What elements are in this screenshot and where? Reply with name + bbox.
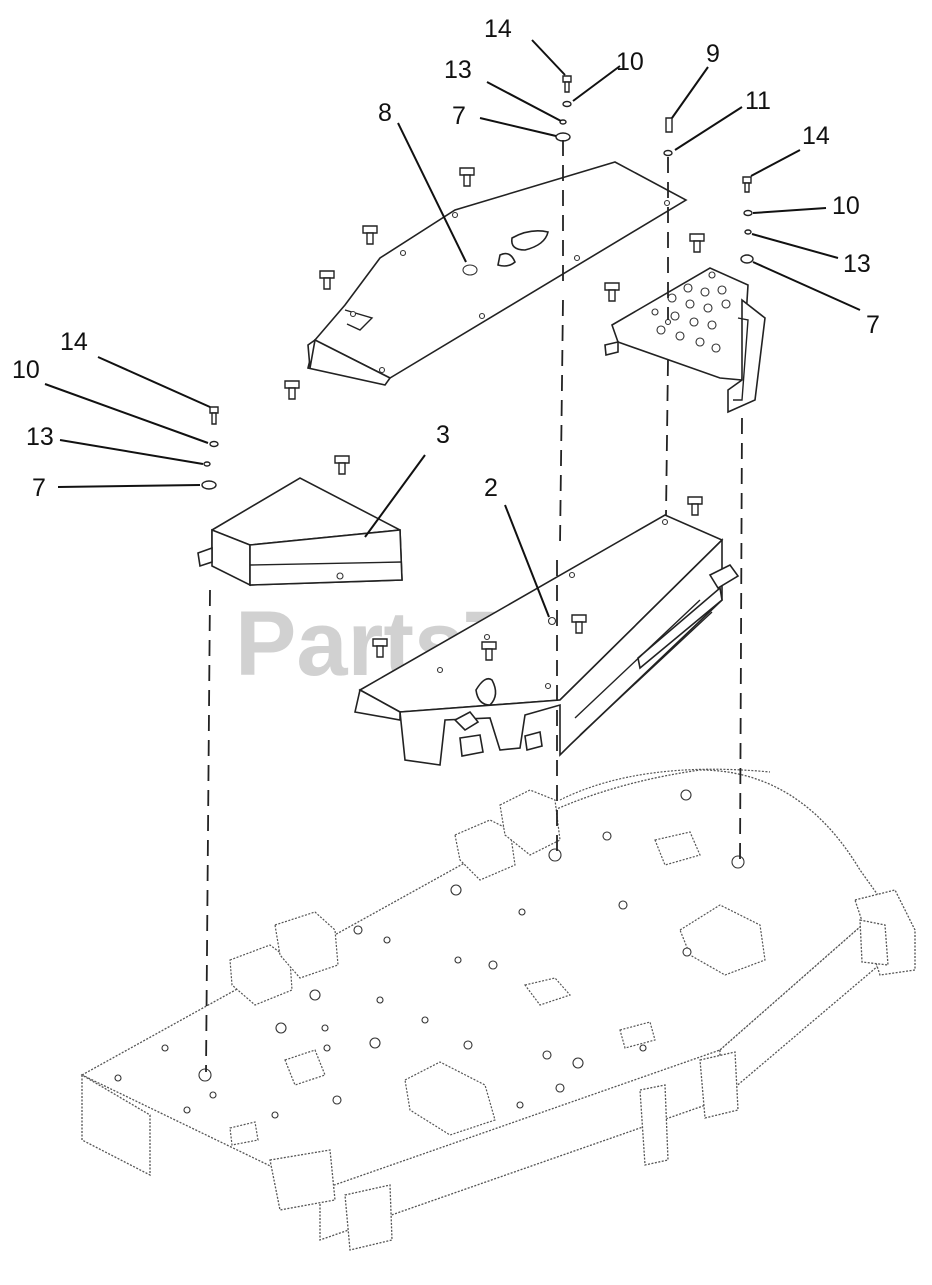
callout-10-left: 10 [12,356,40,384]
callout-14-right: 14 [802,122,830,150]
hardware-stack-left [201,406,219,490]
hardware-stack-top-right [663,117,673,157]
callout-labels: 14 10 13 7 8 9 11 14 10 13 7 14 10 13 7 … [12,15,880,502]
callout-8: 8 [378,99,392,127]
part-8-cover-plate [307,161,688,386]
callout-7-left: 7 [32,474,46,502]
callout-14-left: 14 [60,328,88,356]
callout-7-right: 7 [866,311,880,339]
callout-14-top: 14 [484,15,512,43]
callout-2: 2 [484,474,498,502]
alignment-lines [205,140,743,1073]
callout-3: 3 [436,421,450,449]
callout-10-right: 10 [832,192,860,220]
callout-13-left: 13 [26,423,54,451]
hardware-stack-right [740,176,754,264]
callout-10-top: 10 [616,48,644,76]
part-3-housing [197,477,403,587]
callout-9: 9 [706,40,720,68]
part-2-lower-housing [354,514,740,766]
leader-lines [44,39,861,618]
callout-11: 11 [745,87,771,115]
right-perforated-bracket [604,267,766,414]
callout-7-top: 7 [452,102,466,130]
screws [284,167,705,661]
callout-13-right: 13 [843,250,871,278]
mower-deck [80,768,916,1251]
hardware-stack-top-center [555,75,572,142]
callout-13-top: 13 [444,56,472,84]
